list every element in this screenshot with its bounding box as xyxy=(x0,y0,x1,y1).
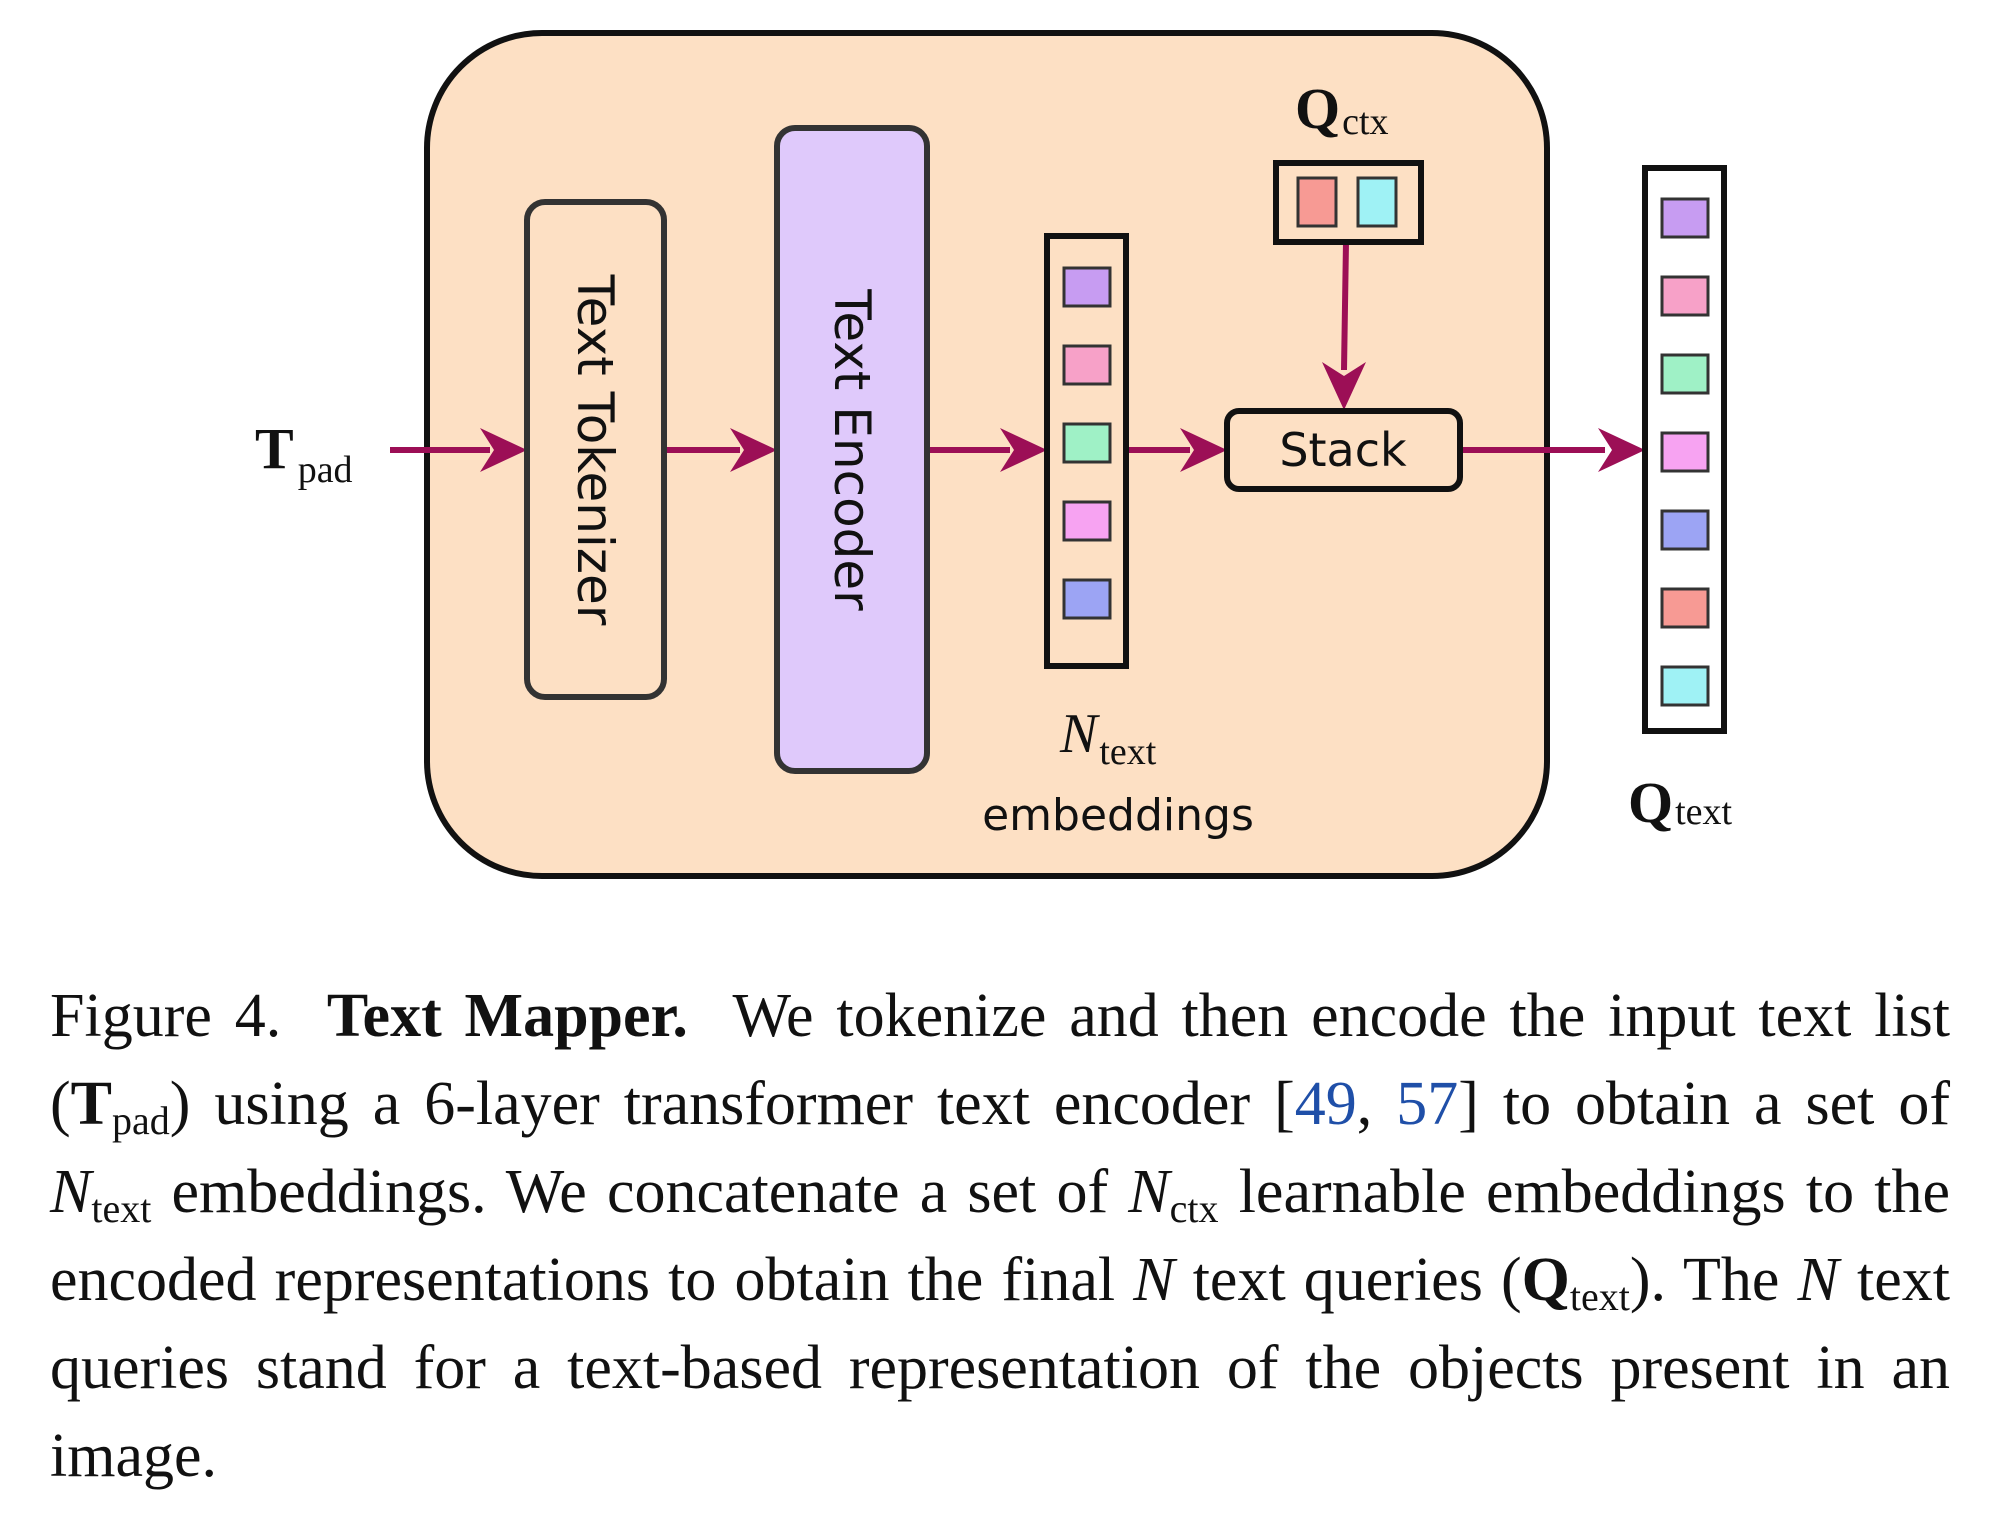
embedding-cell xyxy=(1062,344,1112,386)
ctx-cell xyxy=(1356,176,1398,228)
stack-box xyxy=(1224,408,1463,492)
text-tokenizer-label: Text Tokenizer xyxy=(566,274,624,626)
embeddings-count-label: Ntext xyxy=(1059,703,1157,773)
ctx-vector xyxy=(1273,160,1424,245)
output-cell xyxy=(1660,275,1710,317)
n-symbol: N xyxy=(1133,1246,1175,1314)
output-label-sub: text xyxy=(1675,791,1732,833)
embedding-cell xyxy=(1062,500,1112,542)
t-pad-sub: pad xyxy=(112,1098,170,1143)
caption-text: ). The xyxy=(1629,1246,1798,1314)
embeddings-count-sub: text xyxy=(1099,731,1156,773)
ctx-cell xyxy=(1296,176,1338,228)
citation-link[interactable]: 57 xyxy=(1396,1070,1459,1138)
n-text-sub: text xyxy=(91,1186,152,1231)
arrow-tokenizer-to-encoder xyxy=(664,428,777,472)
text-mapper-container xyxy=(424,30,1550,879)
embedding-cell xyxy=(1062,422,1112,464)
output-cell xyxy=(1660,509,1710,551)
output-cell xyxy=(1660,197,1710,239)
n-ctx-symbol: N xyxy=(1128,1158,1170,1226)
output-cell xyxy=(1660,431,1710,473)
caption-text: We tokenize and then encode the input te… xyxy=(50,982,1951,1138)
text-encoder-box xyxy=(774,125,930,774)
output-cell xyxy=(1660,665,1710,707)
embeddings-column xyxy=(1044,233,1129,669)
n-text-symbol: N xyxy=(50,1158,92,1226)
ctx-frame xyxy=(1273,160,1424,245)
output-frame xyxy=(1642,165,1727,734)
input-label-sub: pad xyxy=(298,449,353,491)
caption-text: ] to obtain a set of xyxy=(1458,1070,1950,1138)
figure-title: Text Mapper. xyxy=(326,982,688,1050)
embedding-cell xyxy=(1062,266,1112,308)
ctx-label-sub: ctx xyxy=(1342,101,1388,143)
arrows xyxy=(390,241,1645,472)
n-ctx-sub: ctx xyxy=(1169,1186,1219,1231)
text-encoder-label: Text Encoder xyxy=(823,288,881,611)
text-tokenizer-box xyxy=(524,199,667,700)
output-label: Qtext xyxy=(1628,770,1733,835)
embeddings-frame xyxy=(1044,233,1129,669)
caption-text: , xyxy=(1356,1070,1397,1138)
embeddings-label: embeddings xyxy=(982,790,1254,841)
caption-text: text queries stand for a text-based repr… xyxy=(50,1246,1950,1490)
output-cell xyxy=(1660,353,1710,395)
caption-text: text queries ( xyxy=(1174,1246,1522,1314)
ctx-label: Qctx xyxy=(1295,76,1389,143)
t-pad-symbol: T xyxy=(70,1070,113,1138)
output-cell xyxy=(1660,587,1710,629)
figure-label: Figure 4. xyxy=(50,982,282,1050)
arrow-stack-to-output xyxy=(1460,428,1645,472)
embedding-cell xyxy=(1062,578,1112,620)
citation-link[interactable]: 49 xyxy=(1294,1070,1357,1138)
n-symbol: N xyxy=(1797,1246,1839,1314)
arrow-encoder-to-embeddings xyxy=(927,428,1047,472)
output-queries-column xyxy=(1642,165,1727,734)
q-text-sub: text xyxy=(1569,1274,1630,1319)
caption-text: ) using a 6-layer transformer text encod… xyxy=(169,1070,1295,1138)
q-text-symbol: Q xyxy=(1521,1246,1570,1314)
arrow-input-to-tokenizer xyxy=(390,428,527,472)
caption-text: embeddings. We concatenate a set of xyxy=(151,1158,1129,1226)
arrow-ctx-to-stack xyxy=(1322,241,1366,410)
figure-caption: Figure 4. Text Mapper. We tokenize and t… xyxy=(50,972,1950,1500)
stack-label: Stack xyxy=(1279,423,1407,477)
arrow-embeddings-to-stack xyxy=(1126,428,1227,472)
caption-text: learnable embeddings to the encoded repr… xyxy=(50,1158,1950,1314)
